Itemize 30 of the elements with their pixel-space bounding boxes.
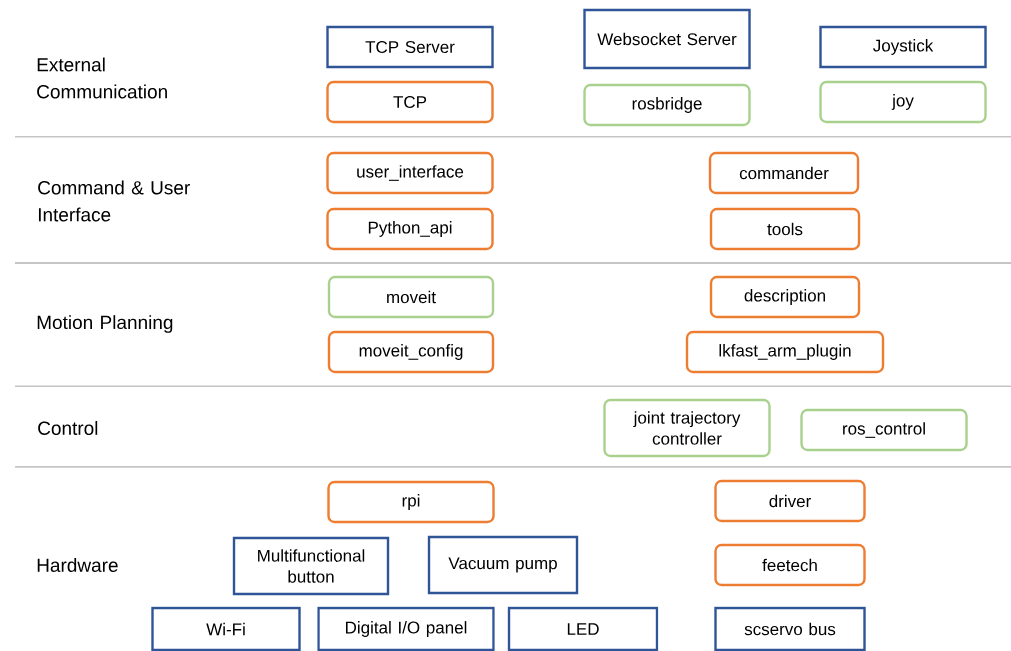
component-box: Multifunctional button [232,536,390,596]
package-box: joy [819,80,987,124]
package-box: tools [709,207,861,251]
package-box: Python_api [326,207,494,251]
component-box: Digital I/O panel [317,606,495,651]
package-box: feetech [714,543,866,587]
package-box: driver [714,479,866,523]
section-label: Motion Planning [37,315,173,333]
package-box: joint trajectory controller [603,398,771,458]
component-box: Joystick [819,25,987,69]
package-box: moveit_config [327,330,495,374]
section-label: Hardware [37,558,118,572]
package-box: TCP [326,80,494,124]
package-box: moveit [327,275,495,319]
section-label: Command & User Interface [38,180,190,222]
component-box: Websocket Server [583,8,751,70]
component-box: LED [507,606,659,651]
package-box: rosbridge [583,83,751,127]
component-box: Vacuum pump [427,535,579,595]
package-box: lkfast_arm_plugin [685,330,885,374]
package-box: description [709,275,861,319]
package-box: commander [708,151,860,195]
component-box: Wi-Fi [151,606,301,651]
package-box: ros_control [800,408,968,452]
component-box: TCP Server [326,25,494,69]
package-box: rpi [327,480,495,524]
section-label: Control [38,421,98,435]
package-box: user_interface [326,151,494,195]
section-label: External Communication [37,57,167,99]
component-box: scservo bus [714,606,866,651]
